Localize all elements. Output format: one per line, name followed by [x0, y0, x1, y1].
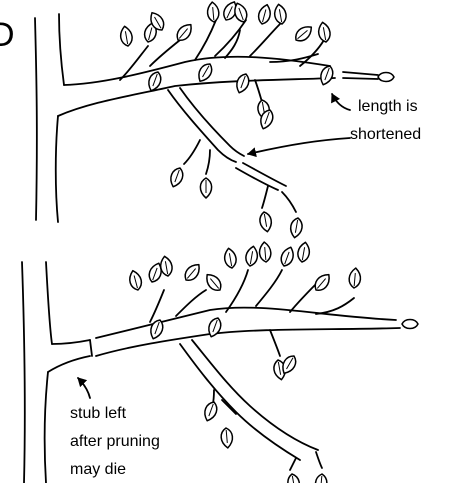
main-limb-bottom — [96, 308, 396, 338]
top-panel: length is shortened — [35, 0, 421, 239]
caption-top-line2: shortened — [350, 126, 421, 143]
lower-branch-top — [168, 90, 236, 162]
edge-letter: D — [0, 16, 15, 54]
caption-top-line1: length is — [358, 98, 418, 115]
bottom-panel: stub left after pruning may die — [22, 241, 418, 483]
stub — [52, 340, 90, 344]
caption-bottom-line1: stub left — [70, 405, 127, 422]
trunk-top — [35, 18, 37, 220]
trunk-bottom — [22, 262, 25, 483]
caption-bottom-line3: may die — [70, 461, 126, 478]
caption-bottom-line2: after pruning — [70, 433, 160, 450]
trunk-top-inner — [59, 14, 64, 85]
